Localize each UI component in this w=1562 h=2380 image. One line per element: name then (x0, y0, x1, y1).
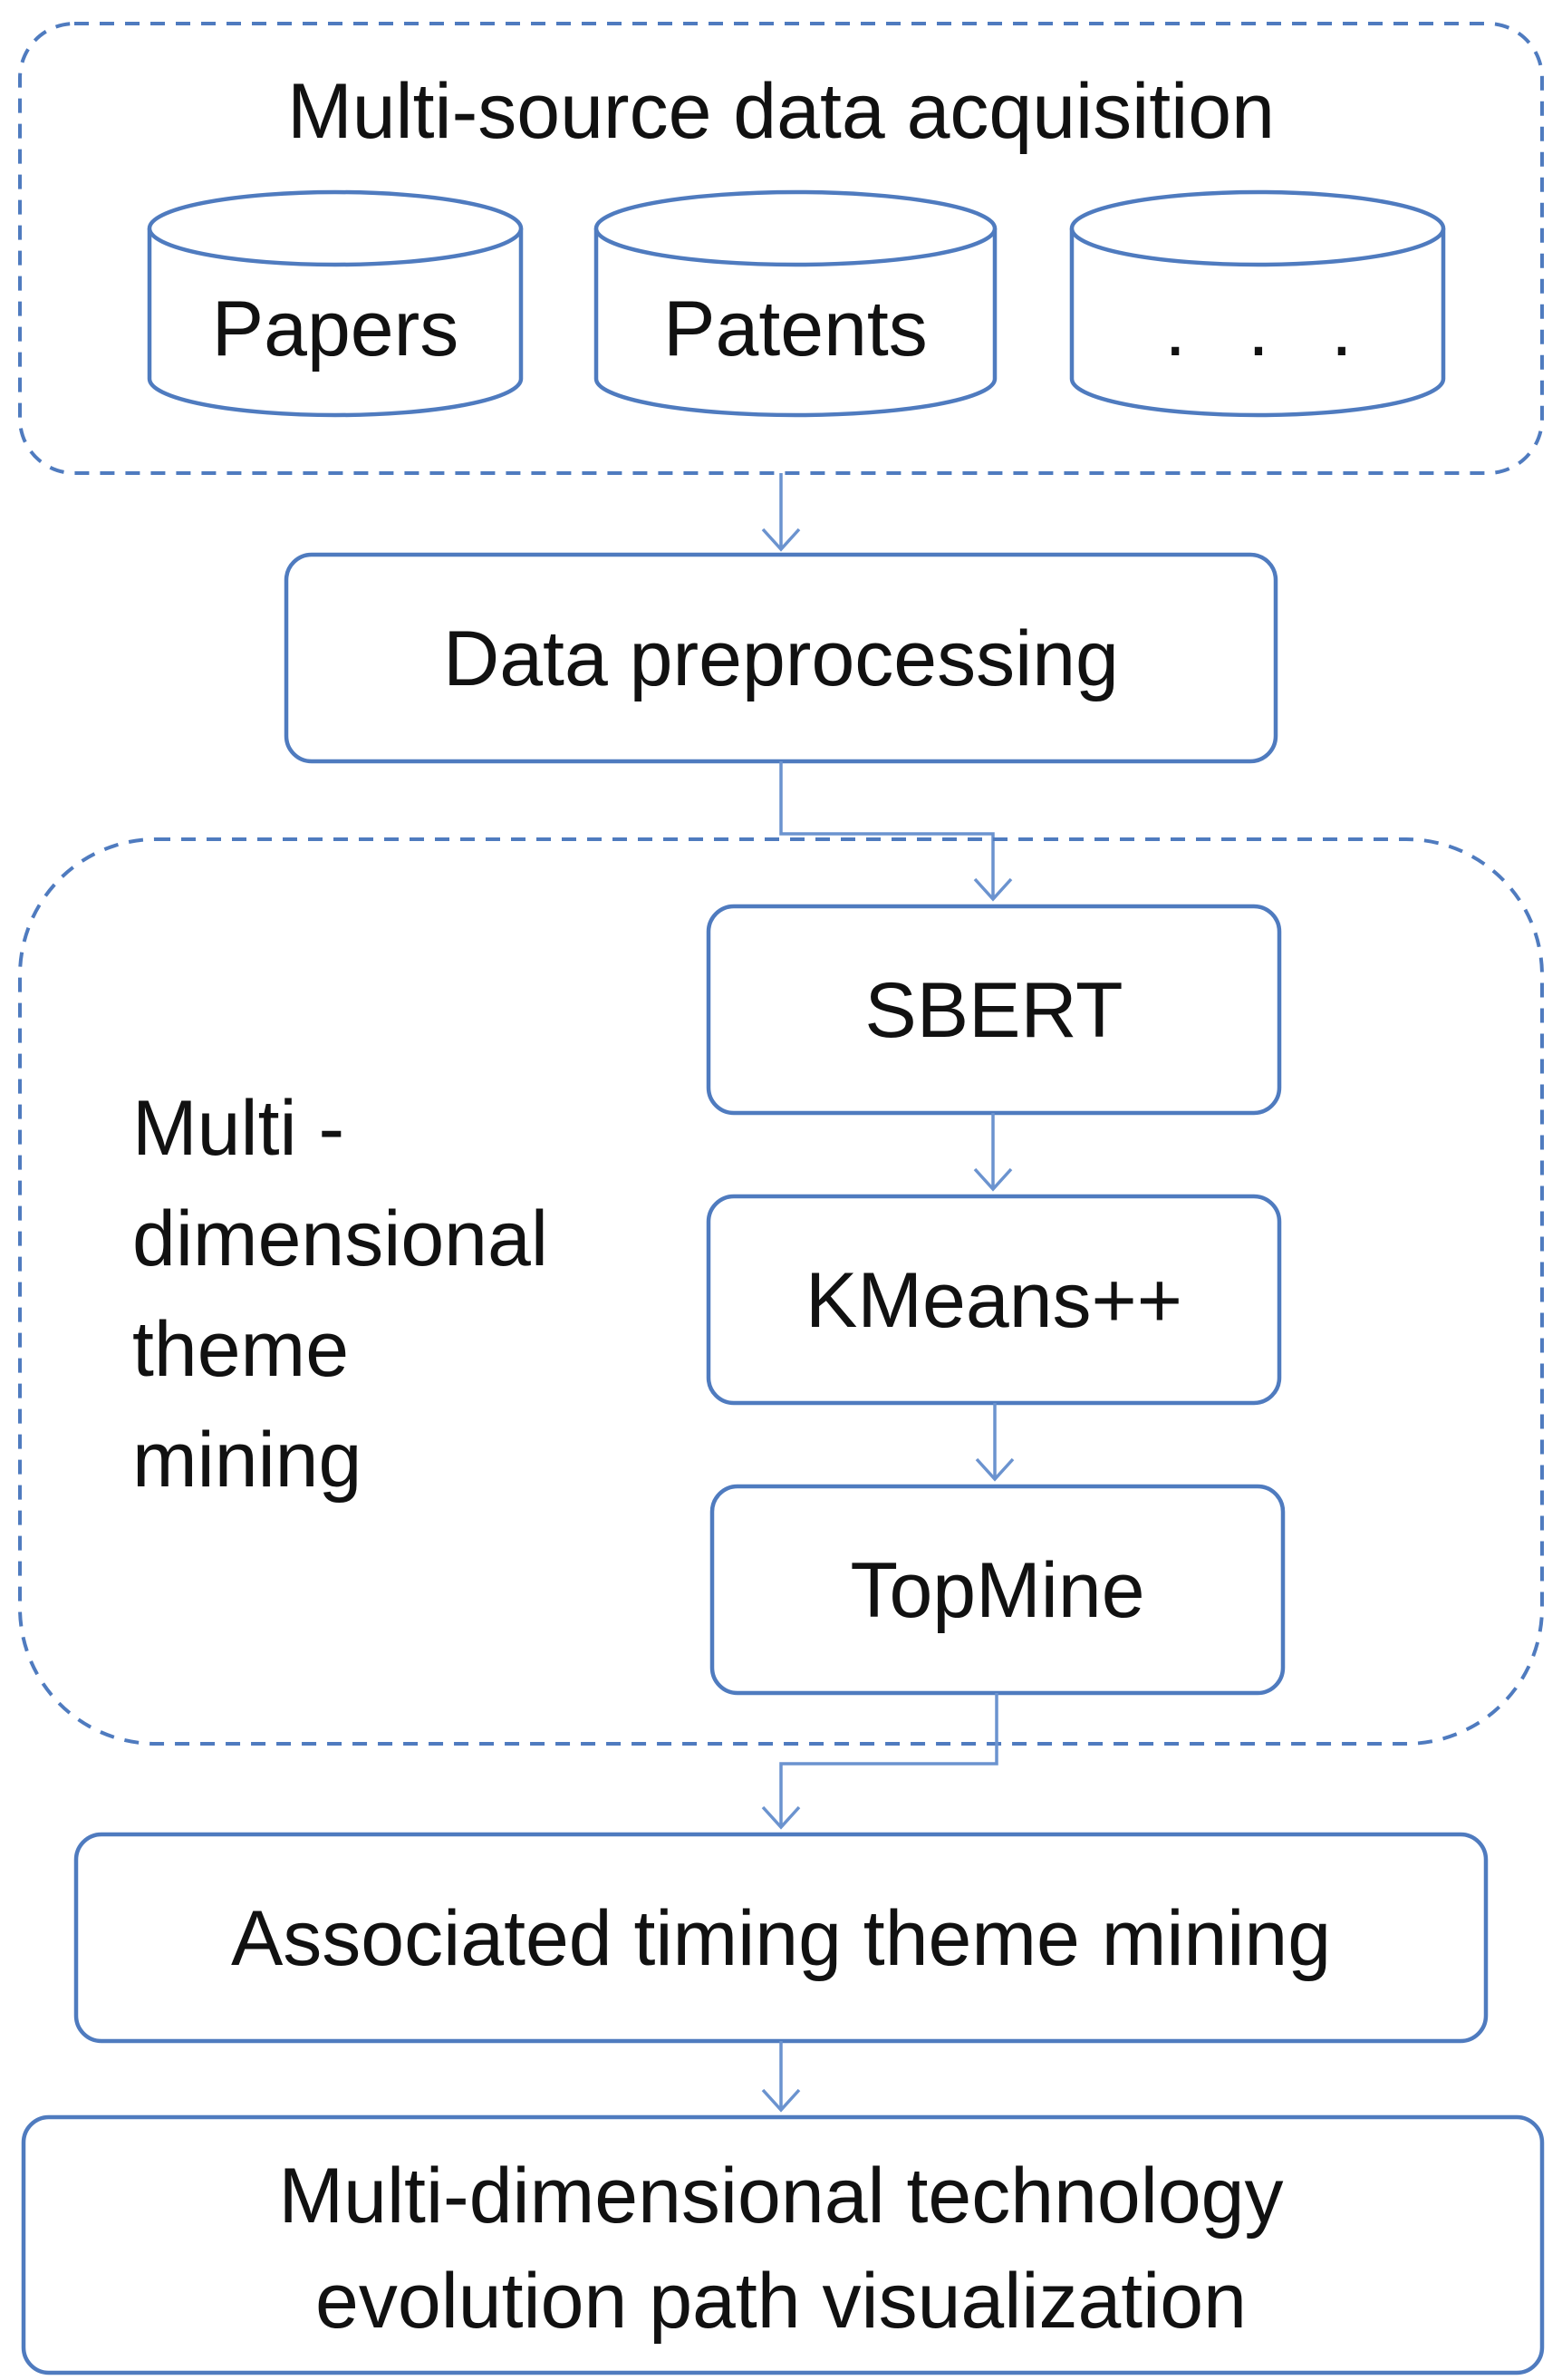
arrowhead-topmine (975, 1457, 1015, 1482)
patents-database: Patents (593, 189, 998, 418)
papers-database: Papers (147, 189, 524, 418)
kmeans-label: KMeans++ (805, 1257, 1182, 1344)
topmine-label: TopMine (850, 1547, 1144, 1634)
patents-cylinder-body (593, 228, 998, 418)
arrowhead-sbert (973, 877, 1013, 902)
arrowhead-kmeans (973, 1167, 1013, 1192)
patents-cylinder-top (593, 189, 998, 267)
other-sources-label: . . . (1164, 285, 1372, 372)
arrow-preprocessing-to-sbert (779, 761, 995, 897)
arrow-topmine-to-timing (779, 1693, 998, 1825)
theme-mining-title-line-2: dimensional (132, 1195, 548, 1282)
theme-mining-title-line-3: theme (132, 1306, 349, 1393)
papers-label: Papers (212, 285, 459, 372)
visualization-box (21, 2114, 1545, 2375)
theme-mining-group-frame (18, 837, 1544, 1746)
arrowhead-visualization (761, 2088, 801, 2113)
other-sources-cylinder-top (1069, 189, 1446, 267)
sbert-label: SBERT (864, 967, 1123, 1054)
patents-label: Patents (663, 285, 928, 372)
visualization-label-line-1: Multi-dimensional technology (278, 2153, 1283, 2240)
papers-cylinder-top (147, 189, 524, 267)
papers-cylinder-body (147, 228, 524, 418)
preprocessing-label: Data preprocessing (443, 615, 1119, 702)
arrowhead-preprocessing (761, 527, 801, 552)
acquisition-title: Multi-source data acquisition (287, 68, 1275, 155)
theme-mining-title-line-1: Multi - (132, 1085, 344, 1172)
theme-mining-title-line-4: mining (132, 1417, 362, 1504)
other-sources-database: . . . (1069, 189, 1446, 418)
visualization-label-line-2: evolution path visualization (315, 2258, 1247, 2345)
timing-label: Associated timing theme mining (231, 1895, 1331, 1982)
other-sources-cylinder-body (1069, 228, 1446, 418)
arrowhead-timing (761, 1805, 801, 1830)
